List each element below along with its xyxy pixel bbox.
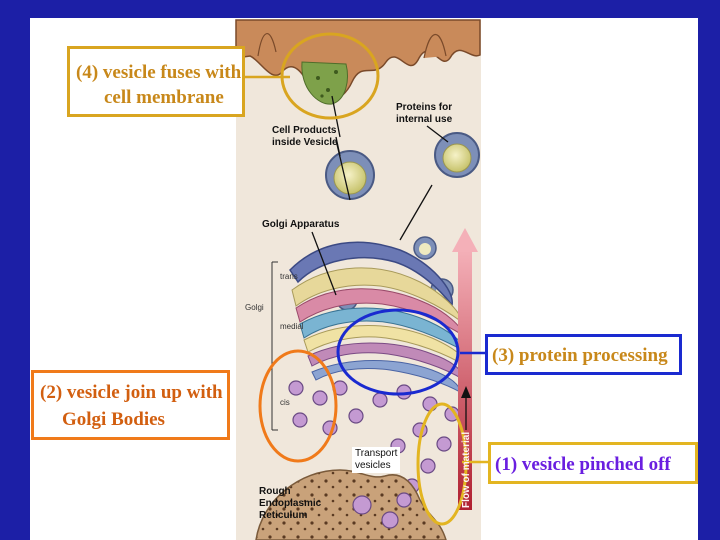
membrane-fold-b (423, 34, 447, 59)
membrane-fold-a (257, 32, 277, 57)
callout-step2-vesicle-joins-golgi: (2) vesicle join up with Golgi Bodies (31, 370, 230, 440)
golgi-bracket (271, 261, 278, 431)
label-cell-products: Cell Products inside Vesicle (272, 125, 338, 148)
label-cis: cis (280, 398, 290, 407)
highlight-step1-budding (416, 402, 468, 526)
label-transport-vesicles: Transport vesicles (352, 447, 401, 473)
label-golgi-apparatus: Golgi Apparatus (262, 219, 340, 230)
label-trans: trans (280, 272, 298, 281)
secretory-vesicle-content (333, 161, 367, 195)
callout-step4-vesicle-fuses: (4) vesicle fuses with cell membrane (67, 46, 245, 117)
flow-arrow-label: Flow of material (461, 432, 472, 508)
label-rough-er: Rough Endoplasmic Reticulum (259, 486, 322, 521)
flow-arrow-head (452, 228, 478, 252)
label-proteins-internal: Proteins for internal use (396, 102, 453, 125)
label-medial: medial (280, 322, 304, 331)
flow-arrow-shaft (458, 250, 472, 510)
highlight-step3-golgi (336, 308, 460, 396)
callout-step1-vesicle-pinched-off: (1) vesicle pinched off (488, 442, 698, 484)
pointer-arrow-head (461, 386, 471, 398)
highlight-step2-cis (258, 349, 338, 463)
highlight-step4-fusion (280, 32, 380, 120)
label-golgi: Golgi (245, 303, 264, 312)
callout-step3-protein-processing: (3) protein processing (485, 334, 682, 375)
